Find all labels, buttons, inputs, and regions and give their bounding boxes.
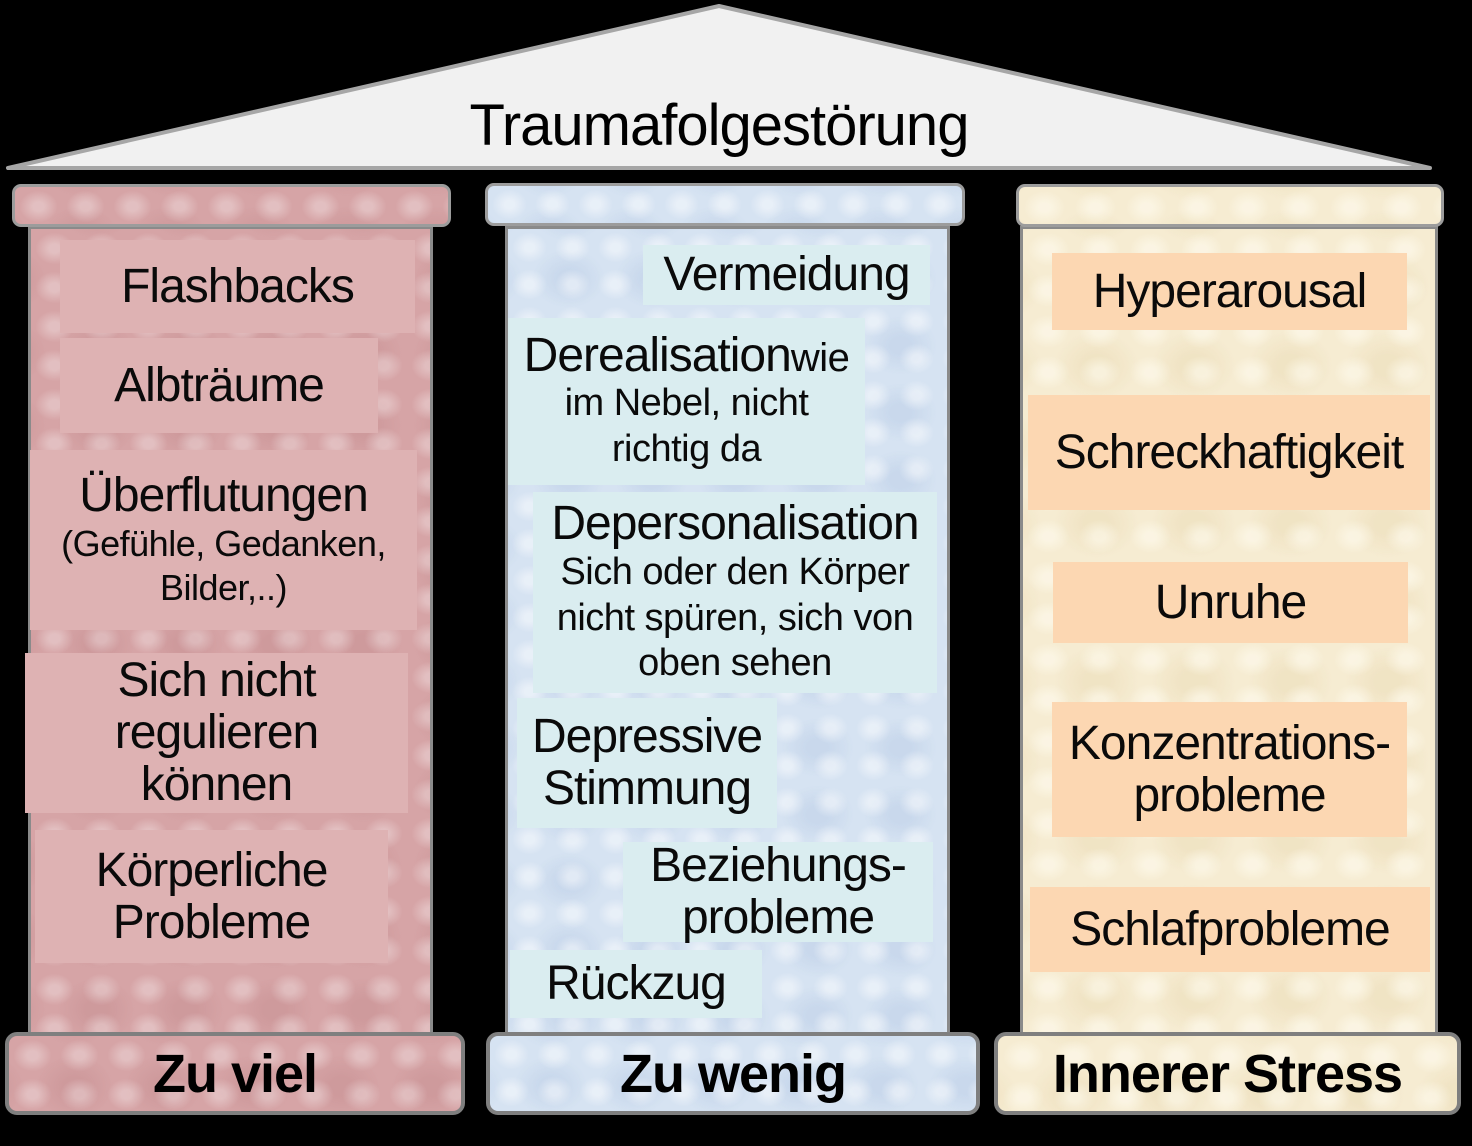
pillar-right-base: Innerer Stress [994,1032,1461,1115]
item-beziehungsprobleme: Beziehungs- probleme [623,839,933,944]
item-koerperliche-probleme-label: Körperliche Probleme [95,843,329,949]
item-konzentrationsprobleme-label: Konzentrations- probleme [1068,716,1391,822]
pillar-right-capital [1016,184,1444,227]
item-schlafprobleme-label: Schlafprobleme [1070,902,1391,956]
item-depersonalisation: Depersonalisation Sich oder den Körper n… [533,492,937,693]
roof-pediment [6,4,1432,170]
item-sich-nicht-regulieren: Sich nicht regulieren können [25,653,408,813]
item-depersonalisation-sub: Sich oder den Körper nicht spüren, sich … [556,551,914,685]
item-hyperarousal-label: Hyperarousal [1092,264,1367,318]
item-schreckhaftigkeit-label: Schreckhaftigkeit [1054,425,1405,479]
pillar-left-base-label: Zu viel [152,1043,318,1104]
item-vermeidung-label: Vermeidung [663,248,910,302]
item-schreckhaftigkeit: Schreckhaftigkeit [1028,395,1430,510]
pillar-middle-base-label: Zu wenig [620,1043,847,1104]
pillar-left-capital [12,184,451,227]
item-derealisation: Derealisationwie im Nebel, nicht richtig… [508,318,865,485]
item-flashbacks-label: Flashbacks [121,259,355,313]
item-unruhe-label: Unruhe [1154,575,1307,629]
item-ueberflutungen-sub: (Gefühle, Gedanken, Bilder,..) [61,523,386,608]
pillar-middle-capital [485,183,965,226]
item-ueberflutungen: Überflutungen (Gefühle, Gedanken, Bilder… [30,450,417,630]
item-sich-nicht-regulieren-label: Sich nicht regulieren können [114,654,319,811]
item-derealisation-line: Derealisationwie [523,328,850,382]
item-rueckzug-label: Rückzug [546,957,727,1011]
pillar-right-base-label: Innerer Stress [1052,1043,1403,1104]
item-derealisation-label: Derealisation [523,328,792,382]
item-albtraeume-label: Albträume [114,358,325,412]
item-hyperarousal: Hyperarousal [1052,253,1407,330]
item-flashbacks: Flashbacks [60,240,415,333]
item-derealisation-suffix: wie [790,335,850,380]
item-beziehungsprobleme-label: Beziehungs- probleme [650,839,907,944]
pillar-left-base: Zu viel [5,1032,465,1115]
diagram-title: Traumafolgestörung [469,93,970,158]
item-schlafprobleme: Schlafprobleme [1030,887,1430,972]
item-ueberflutungen-label: Überflutungen [79,469,369,523]
pillar-middle-base: Zu wenig [486,1032,980,1115]
item-derealisation-sub: im Nebel, nicht richtig da [564,382,809,470]
item-konzentrationsprobleme: Konzentrations- probleme [1052,702,1407,837]
item-albtraeume: Albträume [60,338,378,433]
item-vermeidung: Vermeidung [643,245,930,305]
item-koerperliche-probleme: Körperliche Probleme [35,830,388,963]
item-depressive-stimmung: Depressive Stimmung [517,698,777,828]
item-depressive-stimmung-label: Depressive Stimmung [531,710,763,815]
item-depersonalisation-label: Depersonalisation [551,497,919,551]
item-rueckzug: Rückzug [510,950,762,1018]
item-unruhe: Unruhe [1053,562,1408,643]
